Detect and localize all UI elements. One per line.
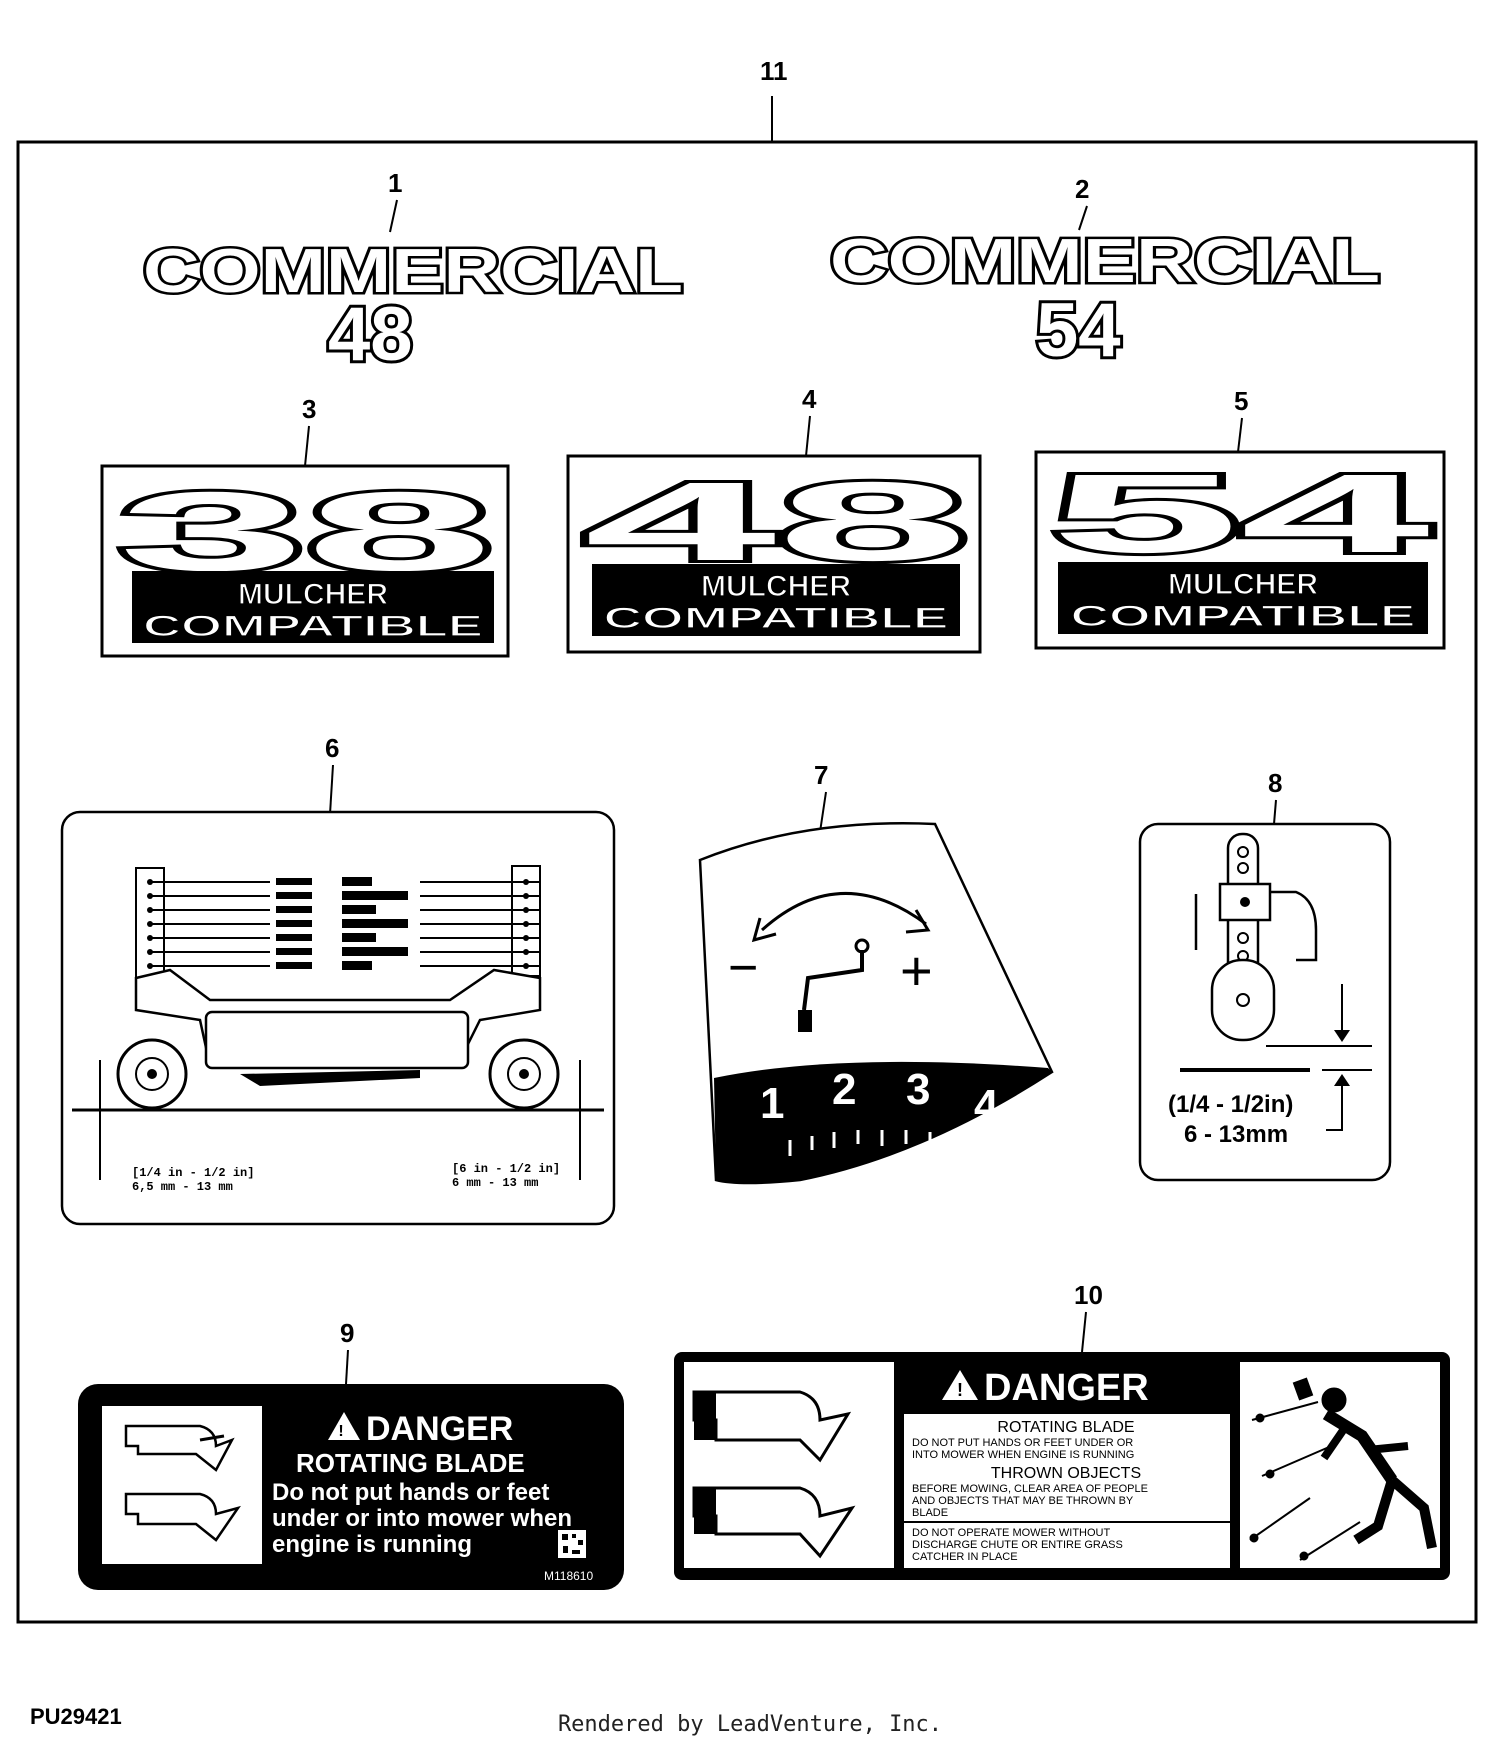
decal10-text3a: DO NOT OPERATE MOWER WITHOUT xyxy=(912,1527,1110,1539)
person-hazard-icon xyxy=(1249,1377,1437,1561)
decal6-right-note2: 6 mm - 13 mm xyxy=(452,1176,538,1190)
decal9-line3: engine is running xyxy=(272,1531,472,1558)
callout-1: 1 xyxy=(388,168,402,198)
decal9-header: DANGER xyxy=(366,1410,513,1448)
document-code: PU29421 xyxy=(30,1704,122,1729)
decal1-number: 48 xyxy=(328,292,413,377)
decal-wheel-height: (1/4 - 1/2in) 6 - 13mm xyxy=(1138,822,1392,1182)
decal10-title2: THROWN OBJECTS xyxy=(991,1465,1141,1482)
decal5-number: 54 xyxy=(1050,451,1430,576)
callout-10: 10 xyxy=(1074,1280,1103,1310)
decal-danger-thrown-objects: ! DANGER ROTATING BLADE DO NOT PUT HANDS… xyxy=(674,1352,1450,1580)
decal2-number: 54 xyxy=(1036,288,1121,373)
footer-credit: Rendered by LeadVenture, Inc. xyxy=(557,1712,943,1737)
decal-commercial-48: COMMERCIAL 48 xyxy=(141,235,686,381)
decal6-left-note2: 6,5 mm - 13 mm xyxy=(132,1180,233,1194)
callout-4: 4 xyxy=(802,384,817,414)
decal5-line1: MULCHER xyxy=(1168,568,1318,601)
decal6-left-note1: [1/4 in - 1/2 in] xyxy=(132,1166,254,1180)
decal-height-chart: [1/4 in - 1/2 in] 6,5 mm - 13 mm [6 in -… xyxy=(60,810,616,1226)
decal6-right-note1: [6 in - 1/2 in] xyxy=(452,1162,560,1176)
decal-54-mulcher: 54 MULCHER COMPATIBLE xyxy=(1034,448,1446,650)
decal10-text1a: DO NOT PUT HANDS OR FEET UNDER OR xyxy=(912,1437,1133,1449)
decal10-text2c: BLADE xyxy=(912,1507,948,1519)
svg-text:!: ! xyxy=(338,1423,343,1440)
decal8-range-mm: 6 - 13mm xyxy=(1184,1121,1288,1148)
callout-8: 8 xyxy=(1268,768,1282,798)
decal9-title: ROTATING BLADE xyxy=(296,1448,525,1478)
callout-9: 9 xyxy=(340,1318,354,1348)
decal2-word: COMMERCIAL xyxy=(830,227,1380,296)
decal7-pos3: 3 xyxy=(906,1065,930,1114)
decal7-pos4: 4 xyxy=(974,1081,999,1130)
decal-kit-frame xyxy=(16,140,1478,1624)
decal10-title1: ROTATING BLADE xyxy=(997,1419,1134,1436)
decal-38-mulcher: 38 MULCHER COMPATIBLE xyxy=(100,464,510,658)
callout-7: 7 xyxy=(814,760,828,790)
decal9-part-no: M118610 xyxy=(544,1569,593,1583)
decal-crank-dial: − + 1 2 3 4 xyxy=(698,822,1054,1185)
callout-11: 11 xyxy=(760,56,788,86)
callout-3: 3 xyxy=(302,394,316,424)
decal5-line2: COMPATIBLE xyxy=(1071,600,1416,633)
decal7-pos1: 1 xyxy=(760,1079,784,1128)
svg-text:!: ! xyxy=(957,1380,963,1400)
decal-commercial-54: COMMERCIAL 54 xyxy=(828,225,1383,377)
decal10-text2b: AND OBJECTS THAT MAY BE THROWN BY xyxy=(912,1495,1134,1507)
decal10-header: DANGER xyxy=(984,1367,1149,1409)
decal10-text3c: CATCHER IN PLACE xyxy=(912,1551,1018,1563)
decal4-line1: MULCHER xyxy=(701,570,851,603)
decal7-plus: + xyxy=(900,939,933,1002)
decal9-line2: under or into mower when xyxy=(272,1505,572,1532)
callout-6: 6 xyxy=(325,733,339,763)
decal10-text1b: INTO MOWER WHEN ENGINE IS RUNNING xyxy=(912,1449,1134,1461)
decal4-line2: COMPATIBLE xyxy=(604,602,949,635)
decal3-line1: MULCHER xyxy=(238,578,388,611)
decal9-line1: Do not put hands or feet xyxy=(272,1479,549,1506)
decal8-range-in: (1/4 - 1/2in) xyxy=(1168,1091,1293,1118)
decal-danger-rotating-blade: ! DANGER ROTATING BLADE Do not put hands… xyxy=(78,1384,624,1590)
callout-5: 5 xyxy=(1234,386,1248,416)
decal10-text3b: DISCHARGE CHUTE OR ENTIRE GRASS xyxy=(912,1539,1123,1551)
decal3-line2: COMPATIBLE xyxy=(143,610,483,643)
decal7-minus: − xyxy=(728,939,758,997)
decal7-pos2: 2 xyxy=(832,1065,856,1114)
qr-code-icon xyxy=(558,1530,586,1558)
decal1-word: COMMERCIAL xyxy=(143,237,683,306)
decal10-text2a: BEFORE MOWING, CLEAR AREA OF PEOPLE xyxy=(912,1483,1148,1495)
decal-48-mulcher: 48 MULCHER COMPATIBLE xyxy=(566,454,982,654)
callout-2: 2 xyxy=(1075,174,1089,204)
